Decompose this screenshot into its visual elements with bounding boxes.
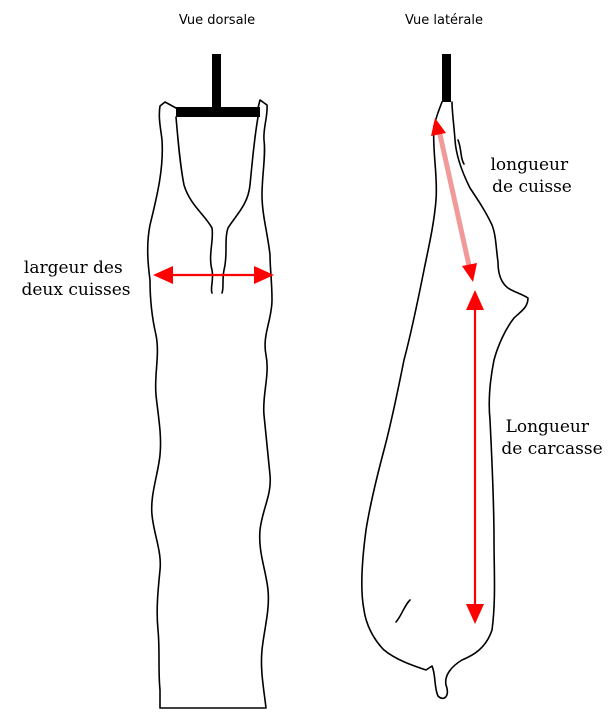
lateral-view-title: Vue latérale	[405, 13, 483, 28]
thigh-length-arrowhead-top	[431, 118, 446, 136]
thigh-length-arrow	[439, 130, 470, 270]
lateral-hook-stem	[442, 54, 451, 102]
carcass-length-label: Longueur de carcasse	[501, 417, 602, 459]
thigh-width-label: largeur des deux cuisses	[21, 258, 130, 300]
dorsal-hook-bar	[176, 107, 260, 117]
carcass-length-arrowhead-bottom	[466, 604, 484, 624]
dorsal-view	[148, 54, 274, 708]
thigh-length-label-line2: de cuisse	[492, 177, 572, 197]
dorsal-view-title: Vue dorsale	[179, 13, 255, 28]
dorsal-inner-leg-right	[222, 117, 258, 293]
carcass-length-label-line2: de carcasse	[501, 439, 602, 459]
lateral-hoof-notch	[396, 600, 410, 622]
lateral-view	[362, 54, 528, 698]
thigh-width-arrowhead-left	[153, 266, 173, 284]
carcass-length-arrowhead-top	[466, 290, 484, 310]
thigh-length-label: longueur de cuisse	[491, 155, 574, 197]
thigh-width-label-line2: deux cuisses	[21, 280, 130, 300]
dorsal-inner-leg-left	[176, 117, 213, 293]
thigh-length-label-line1: longueur	[491, 155, 569, 175]
thigh-width-label-line1: largeur des	[24, 258, 123, 278]
carcass-length-label-line1: Longueur	[506, 417, 590, 437]
dorsal-body-outline	[148, 100, 272, 708]
thigh-length-arrowhead-bottom	[462, 263, 477, 282]
dorsal-hook-stem	[212, 54, 221, 110]
